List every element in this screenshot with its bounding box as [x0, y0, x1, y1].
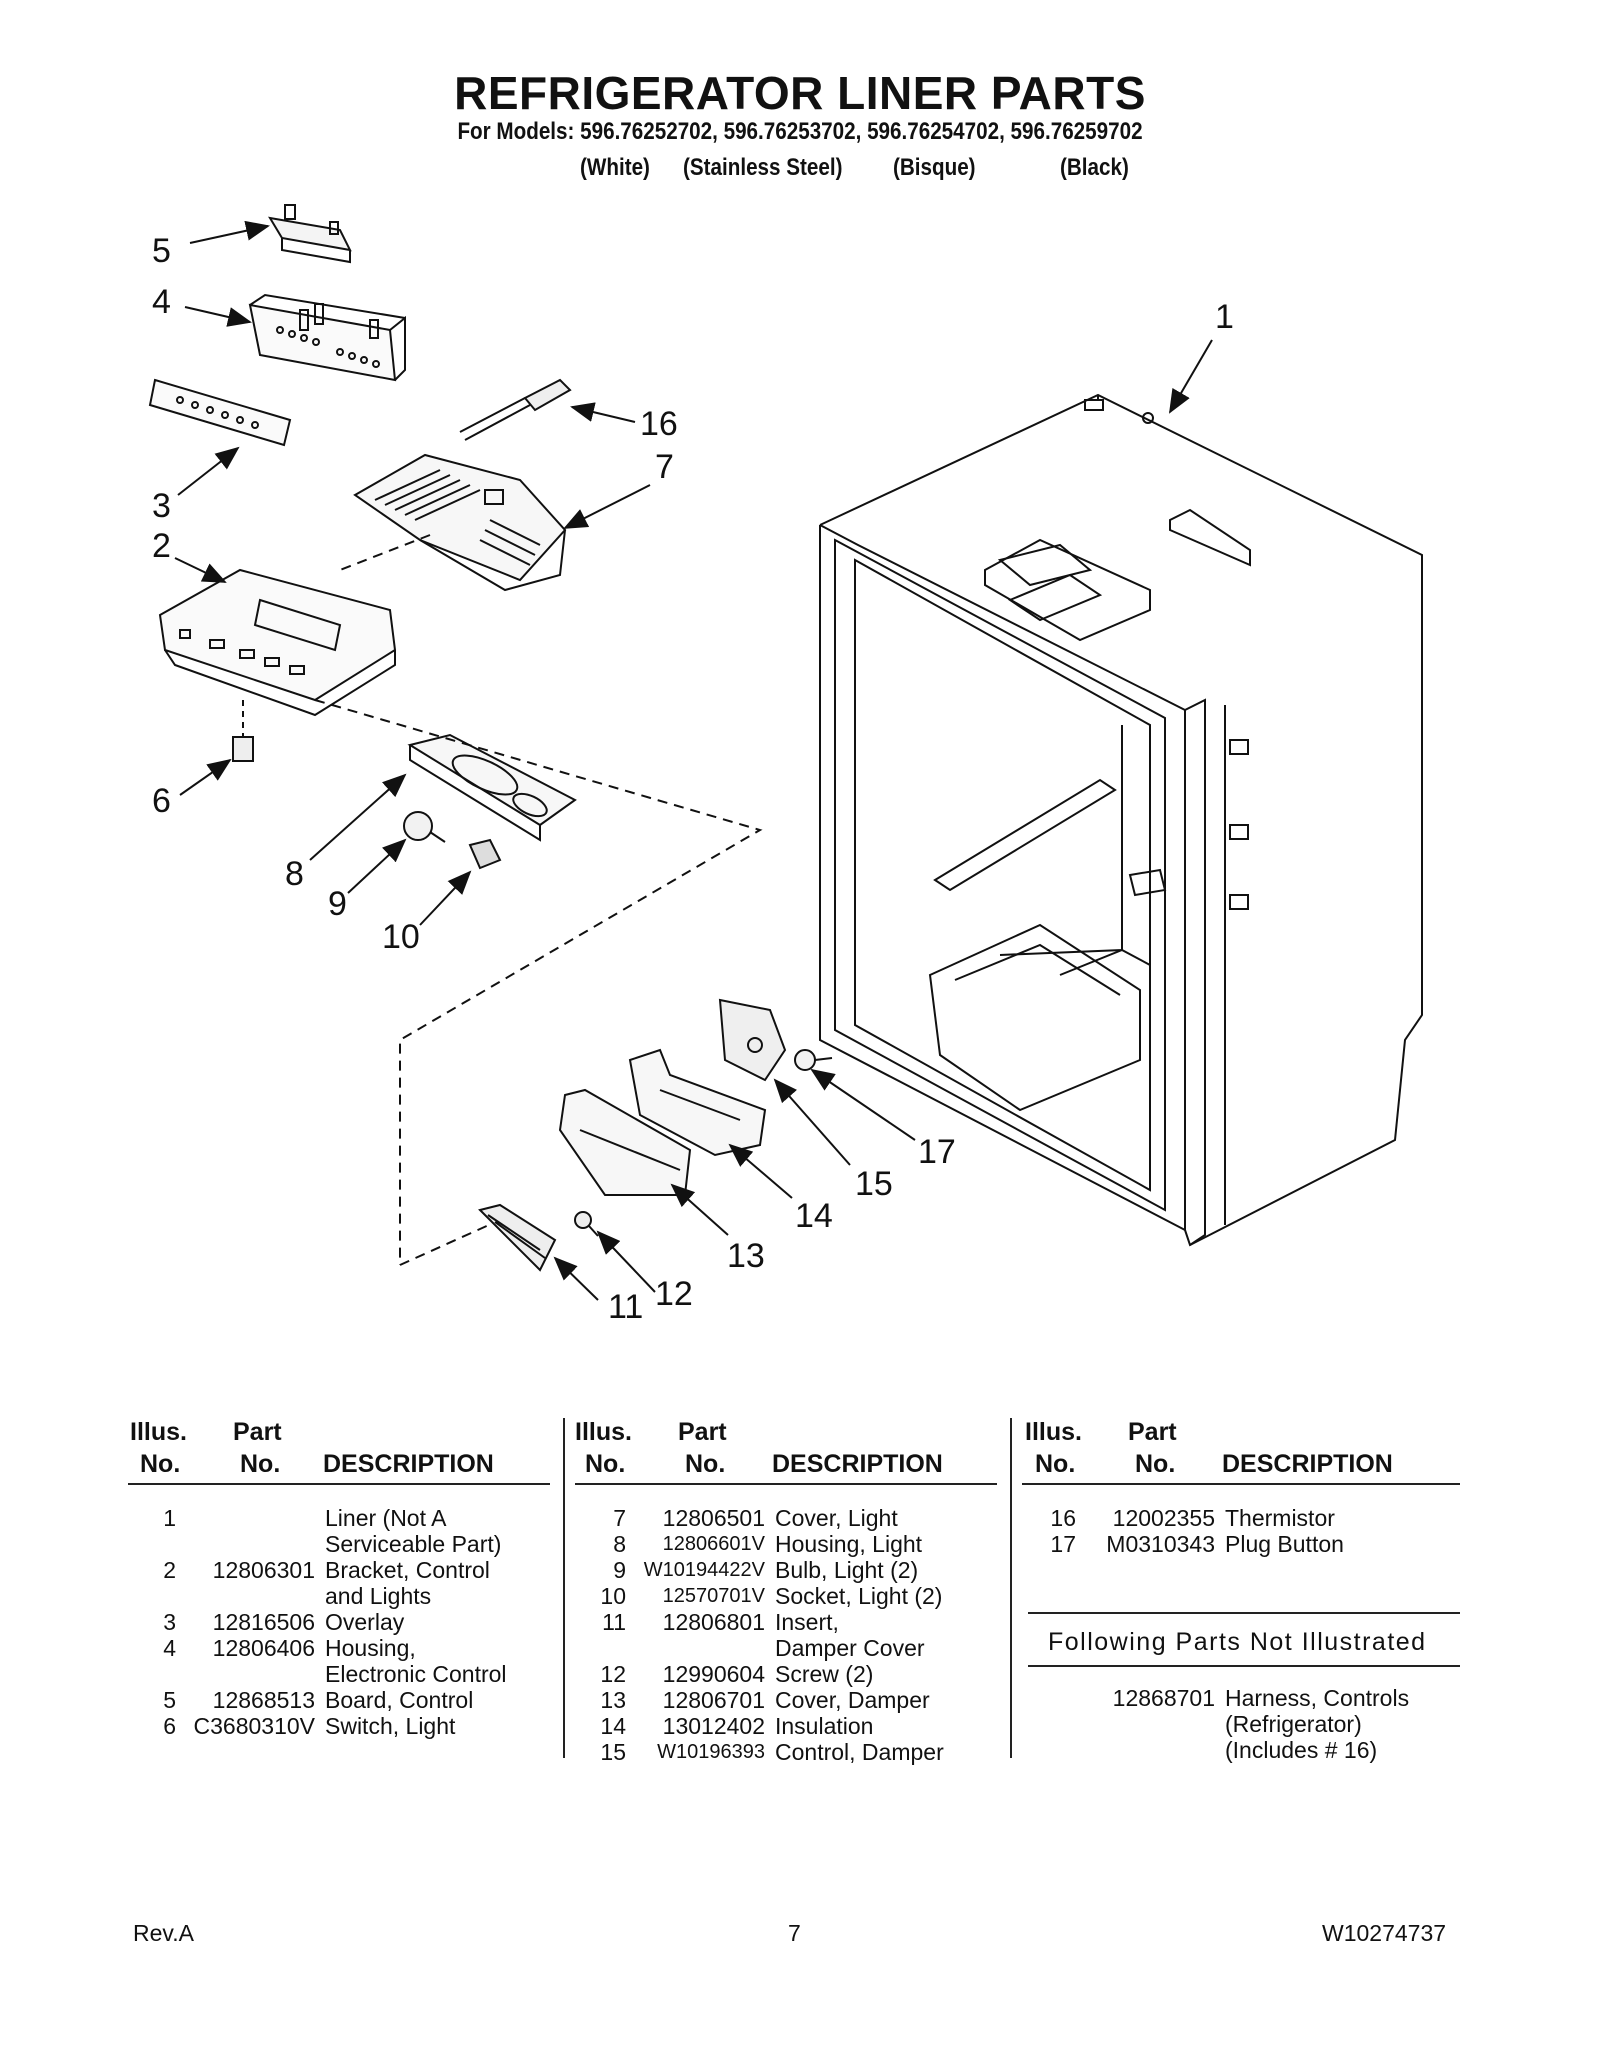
part-9-bulb — [403, 811, 446, 843]
callout-16: 16 — [640, 405, 678, 443]
part-7-light-cover — [353, 453, 567, 592]
color-black: (Black) — [1060, 154, 1129, 181]
part-1-liner — [819, 393, 1423, 1247]
callout-17: 17 — [918, 1133, 956, 1171]
page-number: 7 — [788, 1920, 801, 1946]
hdr-illus-no: No. — [140, 1450, 181, 1478]
callout-4: 4 — [152, 283, 171, 321]
header-rule — [128, 1483, 550, 1485]
callout-15: 15 — [855, 1165, 893, 1203]
color-white: (White) — [580, 154, 650, 181]
part-6-switch — [232, 700, 254, 762]
part-16-thermistor — [459, 378, 572, 441]
part-11-insert — [478, 1203, 557, 1272]
model-list: For Models: 596.76252702, 596.76253702, … — [457, 118, 1143, 145]
part-3-overlay — [148, 378, 292, 447]
hdr-description: DESCRIPTION — [1222, 1450, 1393, 1478]
revision-label: Rev.A — [133, 1920, 194, 1946]
part-17-plug-button — [794, 1049, 833, 1071]
part-15-damper-control — [718, 998, 787, 1082]
callout-12: 12 — [655, 1275, 693, 1313]
hdr-part-no: No. — [685, 1450, 726, 1478]
hdr-part: Part — [1128, 1418, 1177, 1446]
callout-6: 6 — [152, 782, 171, 820]
hdr-illus: Illus. — [130, 1418, 187, 1446]
column-divider — [1010, 1418, 1012, 1758]
part-5-board — [268, 204, 352, 264]
hdr-part: Part — [233, 1418, 282, 1446]
callout-3: 3 — [152, 487, 171, 525]
column-divider — [563, 1418, 565, 1758]
part-4-housing — [248, 293, 406, 382]
callout-10: 10 — [382, 918, 420, 956]
callout-7: 7 — [655, 448, 674, 486]
part-2-bracket — [158, 568, 397, 717]
hdr-part-no: No. — [1135, 1450, 1176, 1478]
hdr-illus: Illus. — [1025, 1418, 1082, 1446]
callout-5: 5 — [152, 232, 171, 270]
callout-9: 9 — [328, 885, 347, 923]
callout-8: 8 — [285, 855, 304, 893]
page-title: REFRIGERATOR LINER PARTS — [454, 67, 1146, 119]
callout-13: 13 — [727, 1237, 765, 1275]
callout-11: 11 — [608, 1288, 644, 1326]
part-14-insulation — [628, 1048, 767, 1157]
header-rule — [575, 1483, 997, 1485]
callout-2: 2 — [152, 527, 171, 565]
section-rule — [1028, 1612, 1460, 1614]
hdr-part-no: No. — [240, 1450, 281, 1478]
hdr-illus-no: No. — [1035, 1450, 1076, 1478]
hdr-part: Part — [678, 1418, 727, 1446]
callout-14: 14 — [795, 1197, 833, 1235]
hdr-description: DESCRIPTION — [323, 1450, 494, 1478]
part-8-light-housing — [407, 733, 577, 842]
document-number: W10274737 — [1322, 1920, 1447, 1946]
header-rule — [1022, 1483, 1460, 1485]
section-rule — [1028, 1665, 1460, 1667]
color-stainless: (Stainless Steel) — [683, 154, 843, 181]
part-12-screw — [574, 1211, 599, 1237]
color-bisque: (Bisque) — [893, 154, 976, 181]
not-illustrated-heading: Following Parts Not Illustrated — [1048, 1628, 1427, 1656]
part-10-socket — [468, 838, 502, 870]
callout-1: 1 — [1215, 298, 1234, 336]
hdr-illus: Illus. — [575, 1418, 632, 1446]
exploded-parts-diagram — [148, 204, 1423, 1301]
hdr-illus-no: No. — [585, 1450, 626, 1478]
hdr-description: DESCRIPTION — [772, 1450, 943, 1478]
